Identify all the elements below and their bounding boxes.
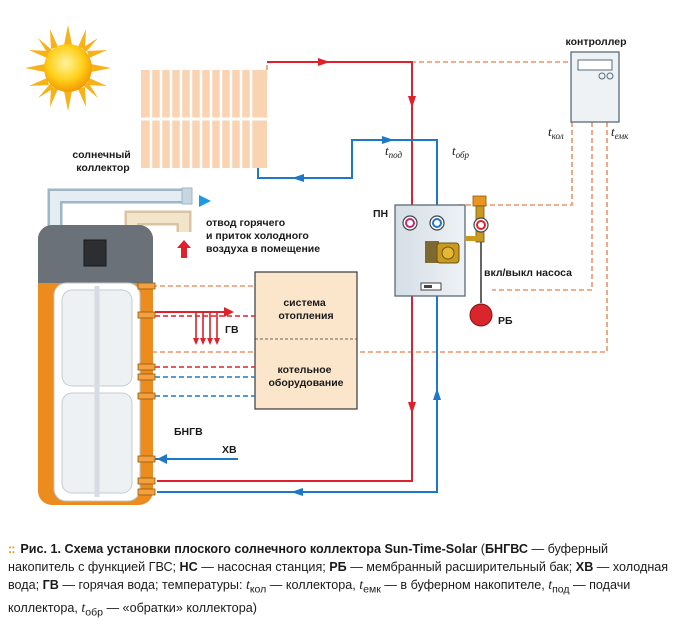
caption-text-pod: — подачи коллектора, <box>8 578 631 615</box>
caption-sub-emk: емк <box>363 583 381 596</box>
collector-label: солнечный коллектор <box>72 149 133 174</box>
air-out-arrow-icon <box>199 195 211 207</box>
caption-abbr-gv: ГВ <box>42 578 59 592</box>
caption-abbr-hv: ХВ <box>575 560 594 574</box>
cold-water-label: ХВ <box>222 444 237 456</box>
expansion-tank-label: РБ <box>498 315 513 327</box>
heating-boiler-box <box>254 271 358 410</box>
heating-system-label: система отопления <box>278 297 333 322</box>
caption-sub-obr: обр <box>85 606 103 619</box>
cold-water-inlet <box>155 454 238 464</box>
heating-connections <box>155 315 255 397</box>
sun-icon <box>25 25 111 111</box>
caption-text-hv: — холодная вода; <box>8 560 669 592</box>
pump-station <box>394 204 466 297</box>
solar-collector <box>141 70 267 168</box>
caption-text-obr: — «обратки» коллектора) <box>102 600 257 615</box>
t-pod-label: tпод <box>385 143 403 160</box>
controller-label: контроллер <box>565 36 626 48</box>
caption-abbr-rb: РБ <box>329 560 347 574</box>
t-emk-label: tемк <box>611 124 629 141</box>
hot-water-label: ГВ <box>225 324 239 336</box>
caption-abbr-bngvs: БНГВС <box>485 542 528 556</box>
pump-station-label: ПН <box>373 208 388 220</box>
expansion-tank <box>469 303 493 327</box>
caption-dots-icon: :: <box>8 542 15 556</box>
pump-switch-label: вкл/выкл насоса <box>484 267 572 279</box>
buffer-tank <box>38 225 156 505</box>
caption-text-ns: — насосная станция; <box>197 560 330 574</box>
caption-text-emk: — в буферном накопителе, <box>380 578 549 592</box>
tank-label: БНГВ <box>174 426 203 438</box>
exhaust-label: отвод горячего и приток холодного воздух… <box>206 217 320 255</box>
boiler-equipment-label: котельное оборудование <box>268 364 343 389</box>
caption-text-kol: — коллектора, <box>266 578 360 592</box>
caption-sub-pod: под <box>552 583 570 596</box>
collector-circuit <box>157 61 438 493</box>
figure-caption: ::Рис. 1. Схема установки плоского солне… <box>8 542 669 619</box>
caption-sub-kol: кол <box>249 583 267 596</box>
caption-abbr-ns: НС <box>179 560 198 574</box>
t-kol-label: tкол <box>548 124 564 141</box>
flow-arrows <box>291 58 441 496</box>
caption-title: Рис. 1. Схема установки плоского солнечн… <box>20 542 478 556</box>
caption-text-rb: — мембранный расширительный бак; <box>346 560 576 574</box>
safety-group <box>465 195 489 243</box>
t-obr-label: tобр <box>452 143 470 160</box>
controller-unit <box>570 51 620 123</box>
hot-water-outlet <box>155 307 234 345</box>
caption-text-gv: — горячая вода; температуры: <box>58 578 246 592</box>
air-in-arrow-icon <box>177 240 191 258</box>
caption-text-bngvs: — буферный накопитель с функцией ГВС; <box>8 542 609 574</box>
